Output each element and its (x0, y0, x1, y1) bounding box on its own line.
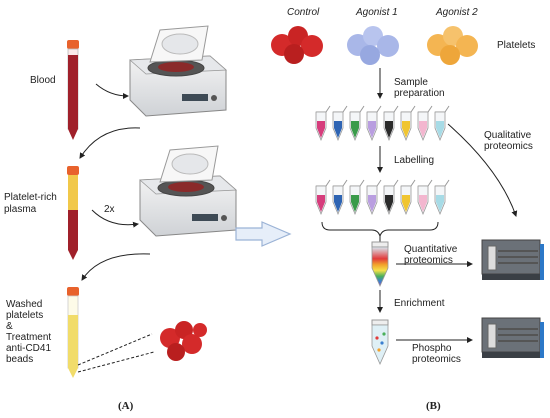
centrifuge-2 (139, 145, 237, 237)
prp-tube (67, 166, 79, 260)
microtube (417, 105, 433, 142)
arrow-a-to-b (235, 221, 292, 247)
label-agonist-2: Agonist 2 (436, 7, 478, 18)
microtube (349, 179, 365, 216)
microtube (332, 179, 348, 216)
platelets-agonist-2 (427, 26, 478, 65)
blood-tube (67, 40, 79, 140)
label-prp-2: plasma (4, 204, 37, 215)
microtube (366, 179, 382, 216)
platelet-cluster-red (160, 321, 207, 361)
arrow-blood-to-centrifuge (95, 83, 129, 99)
label-enrichment: Enrichment (394, 298, 445, 309)
label-platelets: Platelets (497, 40, 536, 51)
label-spin-count: 2x (104, 204, 115, 215)
platelets-agonist-1 (347, 26, 399, 65)
label-washed-6: beads (6, 354, 34, 365)
label-labelling: Labelling (394, 155, 435, 166)
label-qualitative-2: proteomics (484, 141, 533, 152)
washed-platelet-tube (67, 287, 79, 378)
label-washed-4: Treatment (6, 332, 52, 343)
microtube (332, 105, 348, 142)
label-quantitative-2: proteomics (404, 255, 453, 266)
label-phospho-1: Phospho (412, 343, 452, 354)
platelets-control (271, 26, 323, 64)
microtube (366, 105, 382, 142)
label-washed-1: Washed (6, 299, 43, 310)
arrow-centrifuge1-to-prp (79, 127, 141, 159)
label-qualitative-1: Qualitative (484, 130, 532, 141)
label-control: Control (287, 7, 320, 18)
microtube (315, 179, 331, 216)
tube-row-2 (315, 179, 450, 216)
label-phospho-2: proteomics (412, 354, 461, 365)
label-agonist-1: Agonist 1 (356, 7, 398, 18)
microtube (434, 179, 450, 216)
microtube (417, 179, 433, 216)
phospho-sample-tube (371, 319, 389, 365)
brace (321, 221, 439, 238)
microtube (434, 105, 450, 142)
microtube (400, 179, 416, 216)
mass-spectrometer-2 (481, 317, 545, 359)
microtube (315, 105, 331, 142)
label-sample-prep-2: preparation (394, 88, 445, 99)
label-washed-3: & (6, 321, 13, 332)
label-blood: Blood (30, 75, 56, 86)
label-quantitative-1: Quantitative (404, 244, 458, 255)
microtube (349, 105, 365, 142)
mass-spectrometer-1 (481, 239, 545, 281)
arrow-qualitative (447, 123, 518, 217)
arrow-prp-to-centrifuge2 (91, 209, 139, 228)
microtube (383, 105, 399, 142)
microtube (383, 179, 399, 216)
panel-a-label: (A) (118, 400, 134, 412)
pooled-sample-tube (371, 241, 389, 287)
tube-row-1 (315, 105, 450, 142)
label-washed-5: anti-CD41 (6, 343, 52, 354)
arrow-centrifuge2-to-washed (81, 253, 151, 281)
label-washed-2: platelets (6, 310, 44, 321)
microtube (400, 105, 416, 142)
centrifuge-1 (129, 25, 227, 117)
panel-b-label: (B) (426, 400, 441, 412)
label-prp-1: Platelet-rich (4, 192, 57, 203)
label-sample-prep-1: Sample (394, 77, 428, 88)
